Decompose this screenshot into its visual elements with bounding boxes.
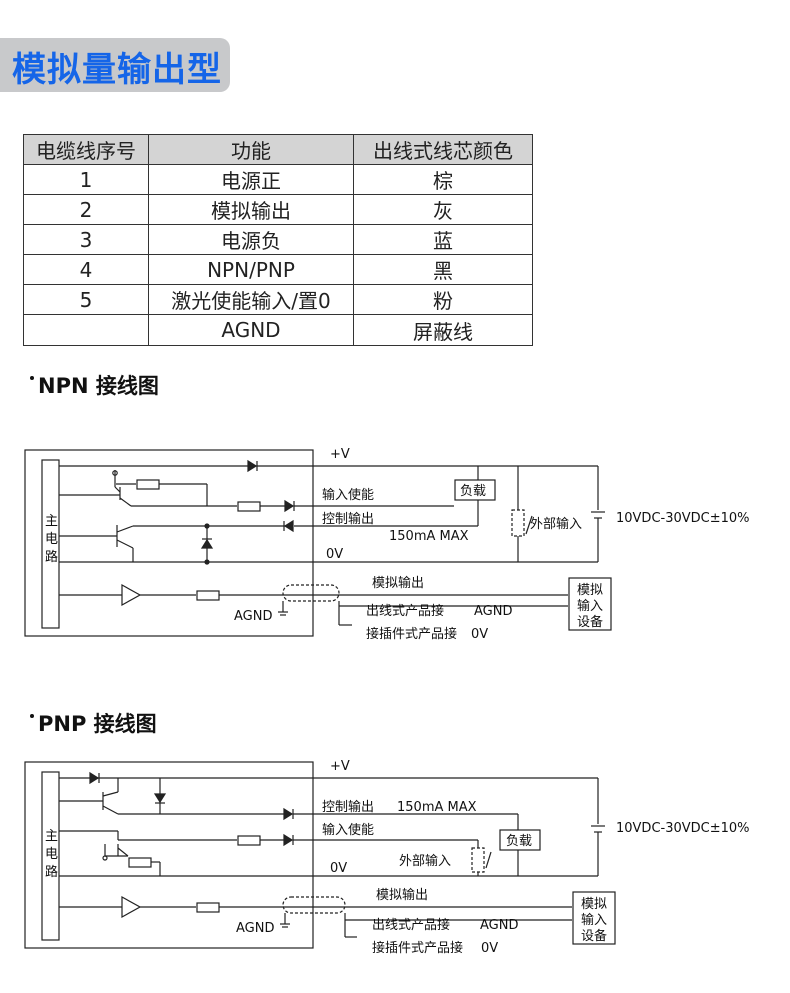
table-cell: NPN/PNP (148, 254, 354, 285)
plus-v-label: +V (330, 759, 350, 774)
pnp-load-box (499, 829, 541, 851)
supply-label: 10VDC-30VDC±10% (616, 821, 750, 836)
control-output-label: 控制输出 (322, 511, 374, 527)
device-label: 模拟 (581, 897, 607, 912)
main-circuit-label: 路 (45, 549, 58, 565)
table-row: 4 NPN/PNP 黑 (23, 254, 533, 285)
device-label: 设备 (581, 928, 607, 944)
npn-load-box (454, 479, 496, 501)
analog-output-label: 模拟输出 (376, 887, 428, 903)
supply-label: 10VDC-30VDC±10% (616, 511, 750, 526)
outlet-product-label: 出线式产品接 (372, 917, 450, 933)
table-cell: 1 (23, 164, 149, 195)
zero-v-label: 0V (326, 547, 343, 562)
max-current-label: 150mA MAX (397, 800, 477, 815)
main-circuit-label: 路 (45, 864, 58, 880)
device-label: 输入 (577, 598, 603, 614)
table-row: 3 电源负 蓝 (23, 224, 533, 255)
zero-v-label: 0V (330, 861, 347, 876)
table-row: 1 电源正 棕 (23, 164, 533, 195)
agnd-label: AGND (236, 921, 274, 936)
table-cell: 3 (23, 224, 149, 255)
sensor-outline (24, 449, 314, 637)
main-circuit-label: 主 (45, 829, 58, 844)
main-circuit-block (41, 771, 60, 941)
load-label: 负载 (460, 484, 486, 499)
page-title: 模拟量输出型 (12, 50, 222, 90)
table-cell: 模拟输出 (148, 194, 354, 225)
table-cell: 2 (23, 194, 149, 225)
table-cell: 电源负 (148, 224, 354, 255)
header-cell: 电缆线序号 (23, 134, 149, 165)
bullet-dot (30, 714, 34, 718)
table-cell: 5 (23, 284, 149, 315)
max-current-label: 150mA MAX (389, 529, 469, 544)
table-row: 5 激光使能输入/置0 粉 (23, 284, 533, 315)
npn-analog-device-box (568, 577, 612, 631)
wire-table: 电缆线序号 功能 出线式线芯颜色 1 电源正 棕 2 模拟输出 灰 3 电源负 … (23, 134, 533, 346)
table-cell: AGND (148, 314, 354, 346)
device-label: 设备 (577, 614, 603, 630)
main-circuit-label: 主 (45, 514, 58, 529)
plugin-0v-label: 0V (471, 627, 488, 642)
table-header-row: 电缆线序号 功能 出线式线芯颜色 (23, 134, 533, 165)
table-cell: 屏蔽线 (353, 314, 533, 346)
bullet-dot (30, 376, 34, 380)
external-input-label: 外部输入 (530, 516, 582, 532)
plus-v-label: +V (330, 447, 350, 462)
outlet-agnd-label: AGND (474, 604, 512, 619)
outlet-agnd-label: AGND (480, 918, 518, 933)
outlet-product-label: 出线式产品接 (366, 603, 444, 619)
plugin-product-label: 接插件式产品接 (372, 940, 463, 956)
table-cell: 电源正 (148, 164, 354, 195)
external-input-label: 外部输入 (399, 853, 451, 869)
load-label: 负载 (506, 834, 532, 849)
table-cell: 棕 (353, 164, 533, 195)
title-badge: 模拟量输出型 (0, 38, 230, 92)
device-label: 模拟 (577, 583, 603, 598)
sensor-outline (24, 761, 314, 949)
table-cell: 蓝 (353, 224, 533, 255)
main-circuit-label: 电 (45, 532, 58, 547)
table-cell: 激光使能输入/置0 (148, 284, 354, 315)
device-label: 输入 (581, 912, 607, 928)
main-circuit-block (41, 459, 60, 629)
header-cell: 出线式线芯颜色 (353, 134, 533, 165)
npn-heading-text: NPN 接线图 (38, 374, 159, 398)
control-output-label: 控制输出 (322, 799, 374, 815)
enable-input-label: 输入使能 (322, 487, 374, 503)
plugin-product-label: 接插件式产品接 (366, 626, 457, 642)
pnp-wiring-diagram: 主 电 路 +V 控制输出 150mA MAX 输入使能 0V 外部输入 负载 … (24, 759, 750, 956)
header-cell: 功能 (148, 134, 354, 165)
pnp-heading-text: PNP 接线图 (38, 712, 157, 736)
pnp-heading: PNP 接线图 (30, 708, 157, 738)
agnd-label: AGND (234, 609, 272, 624)
pnp-analog-device-box (572, 891, 616, 945)
table-row: 2 模拟输出 灰 (23, 194, 533, 225)
main-circuit-label: 电 (45, 847, 58, 862)
table-row: AGND 屏蔽线 (23, 314, 533, 346)
npn-wiring-diagram: 主 电 路 +V 输入使能 控制输出 150mA MAX 0V 负载 外部输入 … (24, 447, 750, 642)
table-cell: 黑 (353, 254, 533, 285)
table-cell: 粉 (353, 284, 533, 315)
table-cell: 4 (23, 254, 149, 285)
npn-heading: NPN 接线图 (30, 370, 159, 400)
analog-output-label: 模拟输出 (372, 575, 424, 591)
table-cell (23, 314, 149, 346)
table-cell: 灰 (353, 194, 533, 225)
plugin-0v-label: 0V (481, 941, 498, 956)
enable-input-label: 输入使能 (322, 822, 374, 838)
